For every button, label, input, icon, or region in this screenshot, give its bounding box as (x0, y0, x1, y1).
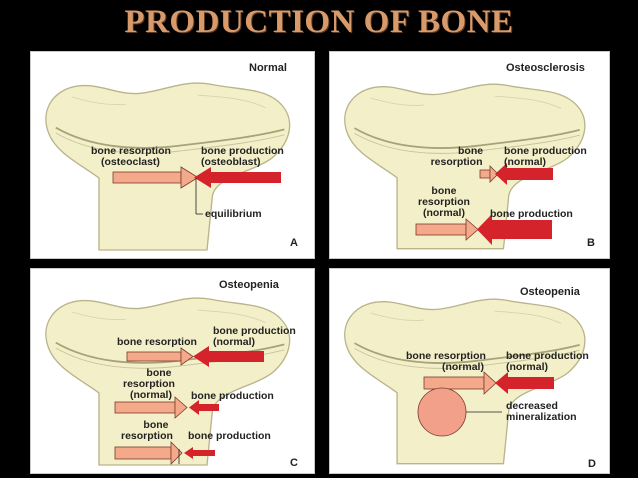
production-label: bone production(normal) (504, 145, 587, 168)
panel-title: Osteopenia (219, 279, 279, 291)
production-label-2: bone production (490, 208, 573, 220)
production-label: bone production(normal) (506, 350, 589, 373)
production-label-3: bone production (188, 430, 271, 442)
resorption-label: bone resorption(osteoclast) (91, 145, 171, 168)
mineralization-circle (417, 387, 467, 437)
panel-osteopenia-d: Osteopenia bone resorption(normal) bone … (329, 268, 610, 474)
panel-title: Normal (249, 62, 287, 74)
production-label-2: bone production (191, 390, 274, 402)
slide-title: PRODUCTION OF BONE (124, 4, 514, 40)
bone-illustration (44, 297, 291, 466)
panel-title: Osteopenia (520, 286, 580, 298)
panel-letter: C (290, 457, 298, 469)
panel-osteopenia-c: Osteopenia bone resorption bone producti… (30, 268, 315, 474)
equilibrium-label: equilibrium (205, 208, 262, 220)
panel-normal: Normal bone resorption(osteoclast) bone … (30, 51, 315, 259)
resorption-label: bone resorption(normal) (406, 350, 486, 373)
bone-illustration (343, 83, 586, 250)
panel-title: Osteosclerosis (506, 62, 585, 74)
bone-illustration (44, 82, 291, 251)
production-label: bone production(osteoblast) (201, 145, 284, 168)
bone-illustration (343, 298, 586, 465)
panel-letter: D (588, 458, 596, 470)
panel-letter: B (587, 237, 595, 249)
production-label: bone production(normal) (213, 325, 296, 348)
resorption-label: bone resorption (117, 336, 197, 348)
panel-letter: A (290, 237, 298, 249)
